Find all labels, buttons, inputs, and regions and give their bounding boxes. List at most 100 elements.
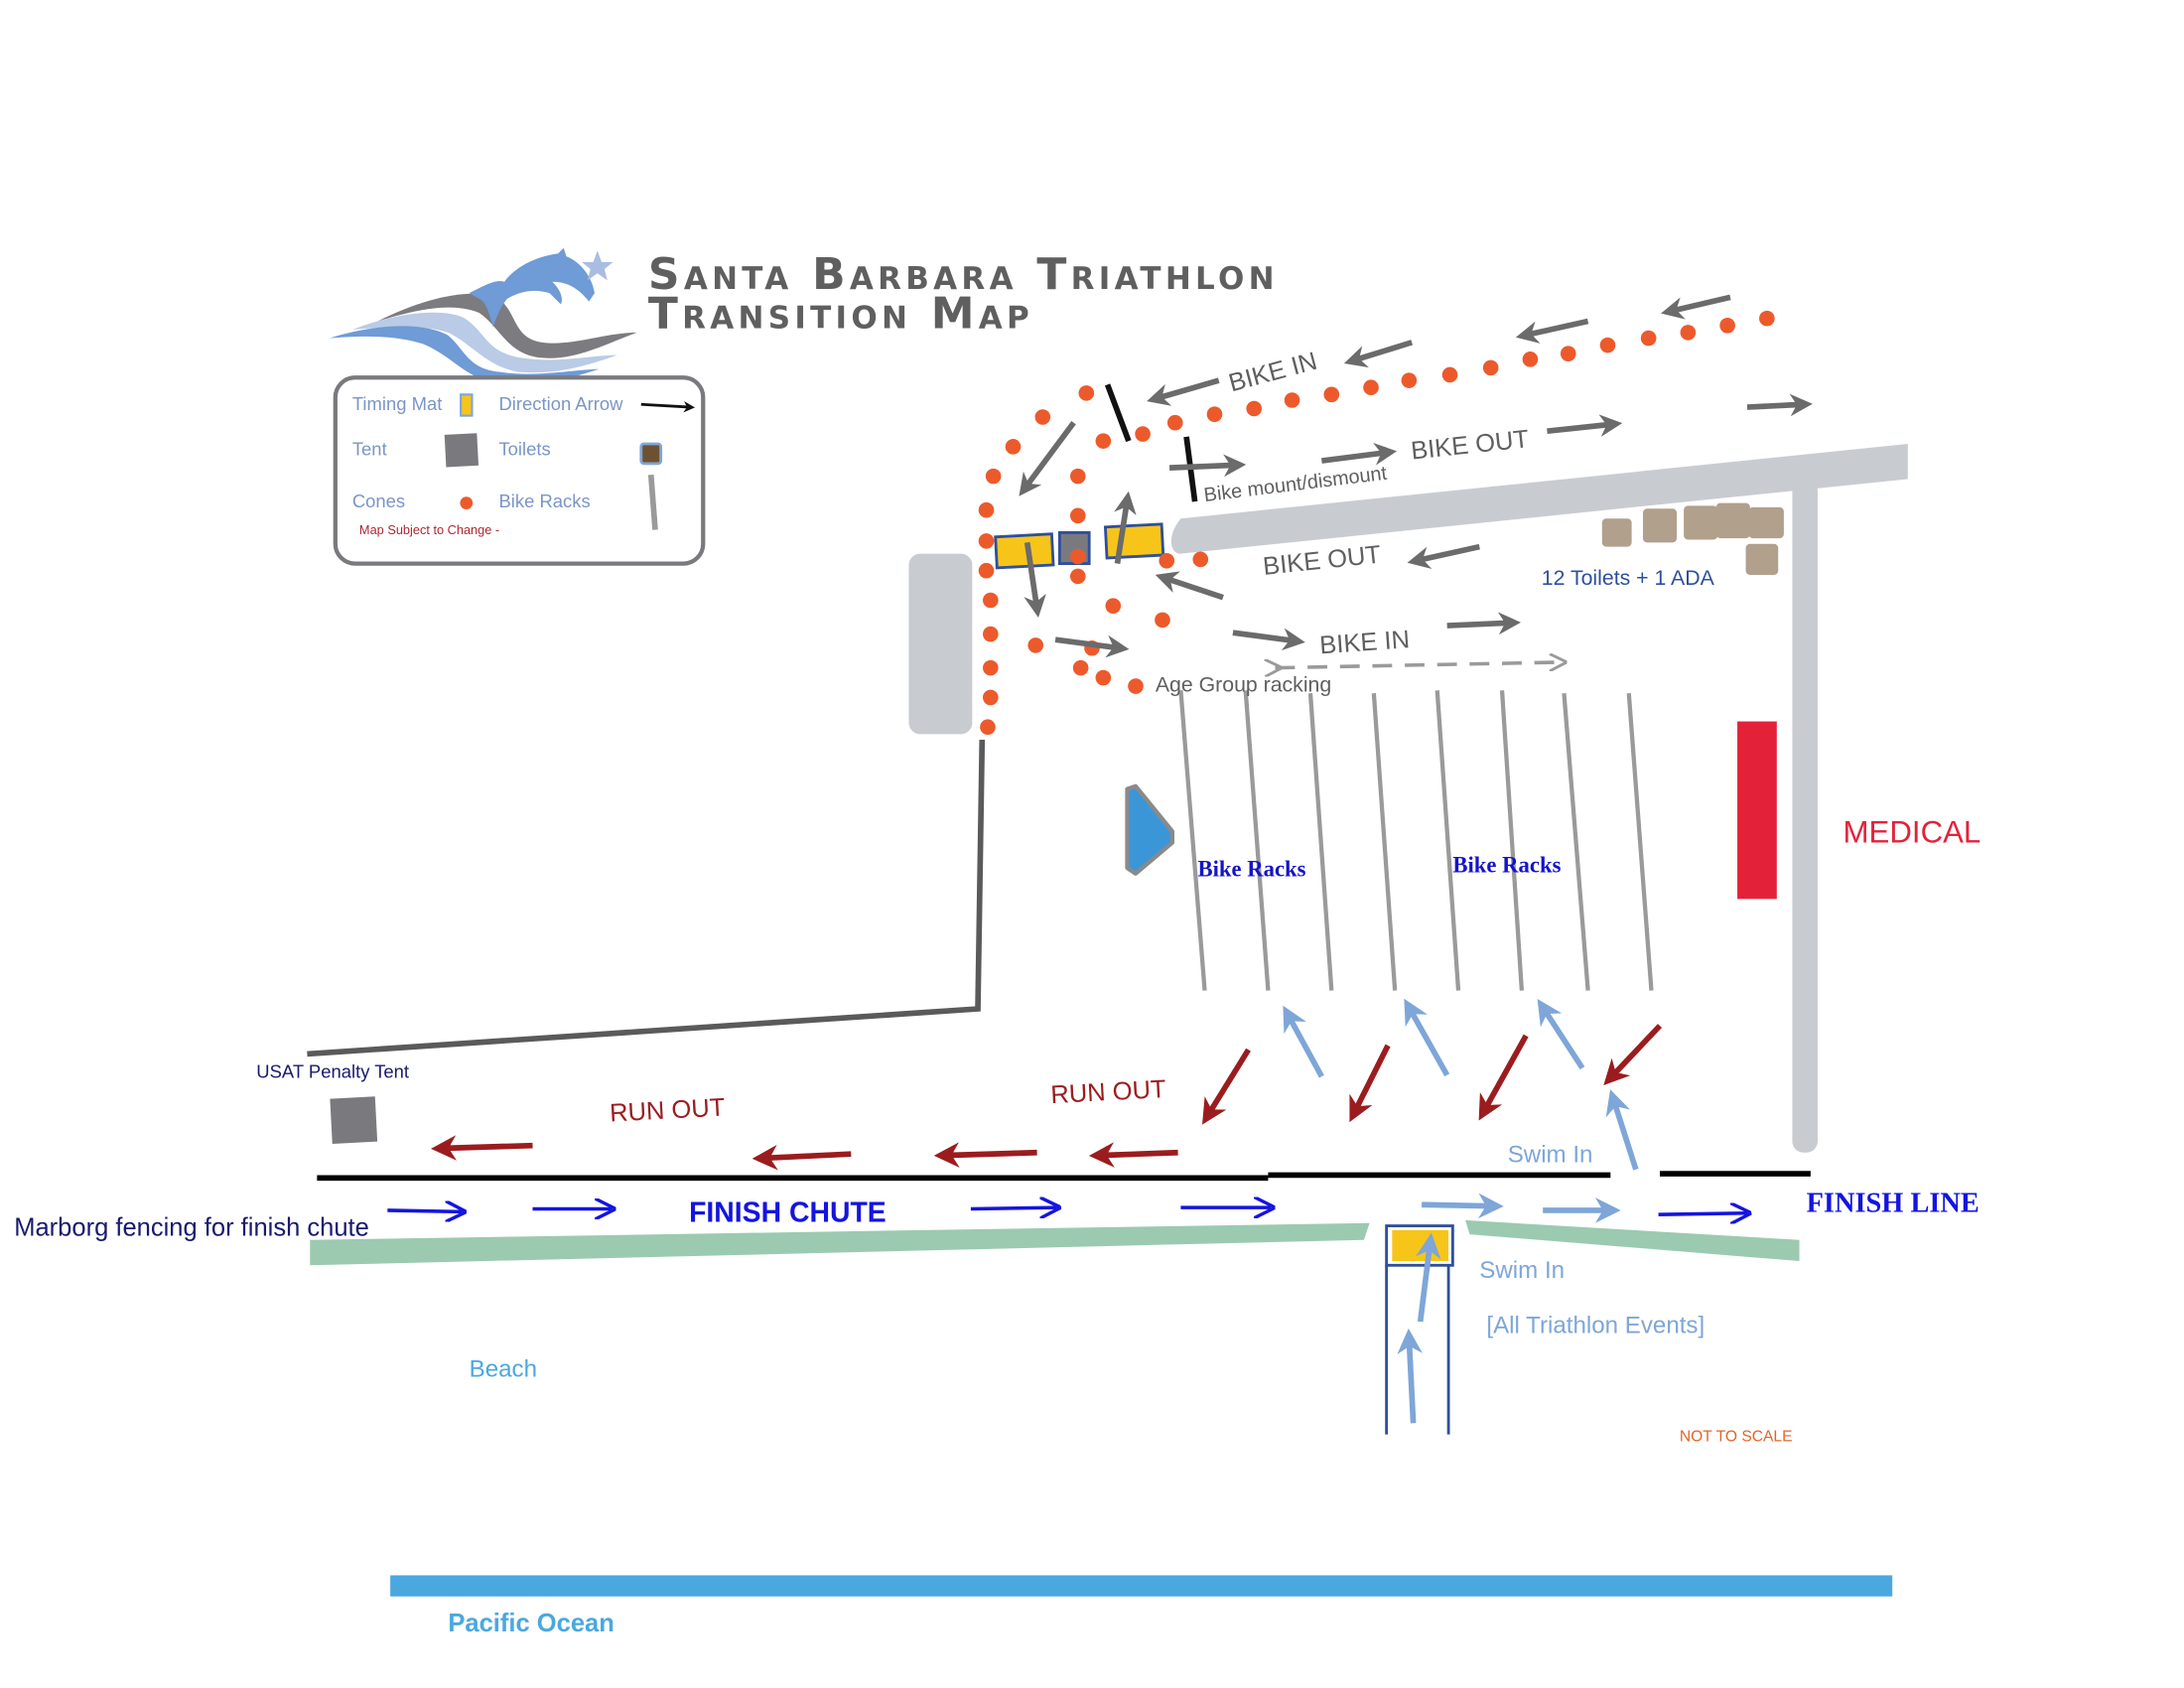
bike-direction-arrow [1320, 442, 1398, 466]
toilet [1601, 518, 1632, 547]
transition-building [908, 553, 973, 735]
cone [1078, 385, 1095, 401]
legend-bike-racks-label: Bike Racks [498, 491, 590, 511]
direction-arrow-icon [640, 401, 696, 413]
cone [1027, 637, 1044, 653]
cone [978, 562, 995, 579]
bike-rack [1499, 690, 1525, 991]
label-run-out-right: RUN OUT [1050, 1075, 1167, 1109]
swim-in-arrow [1404, 998, 1450, 1077]
pacific-ocean-shoreline [390, 1575, 1893, 1597]
legend-toilets-label: Toilets [498, 438, 550, 459]
cone [1441, 366, 1458, 383]
bike-direction-arrow [1054, 634, 1130, 658]
age-group-racking-arrow [1276, 662, 1561, 668]
run-out-arrow [1478, 1034, 1529, 1121]
label-marborg-fencing: Marborg fencing for finish chute [14, 1213, 369, 1241]
cone [983, 689, 999, 706]
bike-rack [1307, 693, 1334, 991]
label-swim-in-lower: Swim In [1479, 1257, 1565, 1284]
timing-mat-icon [460, 393, 474, 417]
cone [1599, 337, 1616, 353]
swim-in-arrow [1397, 1328, 1423, 1424]
timing-mat-transition-1 [994, 532, 1055, 570]
bike-rack [1434, 690, 1461, 991]
medical-tent [1737, 721, 1777, 900]
toilet [1715, 502, 1750, 539]
bike-rack [1243, 690, 1271, 991]
cone [1034, 409, 1051, 425]
triathlon-logo [330, 247, 637, 385]
label-age-group-racking: Age Group racking [1156, 673, 1331, 697]
cone [1640, 330, 1657, 347]
run-out-arrow [431, 1135, 533, 1161]
legend-cones-label: Cones [352, 491, 405, 511]
penalty-tent [330, 1096, 378, 1144]
label-bike-in-mid: BIKE IN [1318, 626, 1411, 659]
cone [1206, 406, 1223, 422]
cone [983, 659, 999, 676]
bike-direction-arrow [1168, 454, 1247, 478]
bike-direction-arrow [1155, 571, 1224, 601]
cone [1159, 552, 1175, 569]
bike-direction-arrow [1024, 541, 1046, 619]
swim-in-arrow [1422, 1193, 1504, 1219]
bike-direction-arrow [1515, 318, 1589, 344]
cone [978, 501, 995, 518]
run-out-arrow [1603, 1024, 1663, 1085]
label-bike-in-top: BIKE IN [1226, 348, 1320, 398]
cone [1719, 317, 1735, 334]
bike-rack-icon [647, 474, 658, 530]
label-not-to-scale: NOT TO SCALE [1680, 1429, 1793, 1446]
label-bike-out-top: BIKE OUT [1410, 425, 1531, 465]
cones [978, 310, 1775, 736]
toilet [1748, 506, 1784, 539]
swim-exit-marker [1125, 783, 1175, 876]
direction-arrows [387, 294, 1813, 1424]
swim-in-arrow [1283, 1005, 1324, 1078]
cone [1070, 568, 1086, 585]
swim-in-arrow [1537, 999, 1585, 1070]
bike-rack [1562, 692, 1590, 991]
run-out-arrow [1202, 1048, 1251, 1125]
finish-chute-arrow [1658, 1213, 1747, 1214]
cone [1072, 659, 1089, 676]
bike-direction-arrow [1446, 612, 1522, 635]
logo-dolphin [469, 247, 595, 328]
marborg-fence-right [1465, 1219, 1800, 1262]
bike-direction-arrow [1232, 628, 1305, 651]
cone-icon [460, 496, 474, 509]
tent-icon [444, 433, 479, 468]
label-bike-out-mid: BIKE OUT [1262, 541, 1383, 581]
cone [1759, 310, 1775, 327]
cone [1095, 669, 1112, 686]
cone [1155, 612, 1170, 629]
bike-rack [1371, 693, 1398, 991]
run-out-arrow [933, 1142, 1037, 1168]
label-pacific-ocean: Pacific Ocean [448, 1610, 614, 1637]
bike-direction-arrow [1661, 294, 1731, 320]
swim-lane-box [1385, 1224, 1454, 1267]
cone [1005, 439, 1022, 455]
legend-direction-arrow-label: Direction Arrow [498, 393, 623, 414]
timing-mat-transition-2 [1103, 522, 1165, 560]
cone [1070, 468, 1086, 485]
bike-direction-arrow [1019, 421, 1076, 496]
map-title-line1: Santa Barbara Triathlon [648, 249, 1279, 300]
marborg-fence-left [310, 1222, 1370, 1266]
bike-direction-arrow [1746, 393, 1813, 417]
label-toilets: 12 Toilets + 1 ADA [1542, 566, 1715, 590]
cone [983, 626, 999, 642]
legend-timing-mat-label: Timing Mat [352, 393, 443, 414]
label-penalty-tent: USAT Penalty Tent [256, 1061, 409, 1082]
cone [1070, 548, 1086, 565]
legend-box [333, 375, 706, 566]
logo-wave-gray [377, 293, 637, 358]
cone [1363, 379, 1379, 396]
cone [1482, 359, 1499, 376]
cone [1105, 598, 1122, 614]
logo-wave-blue [330, 326, 600, 385]
bike-rack [1178, 690, 1207, 991]
